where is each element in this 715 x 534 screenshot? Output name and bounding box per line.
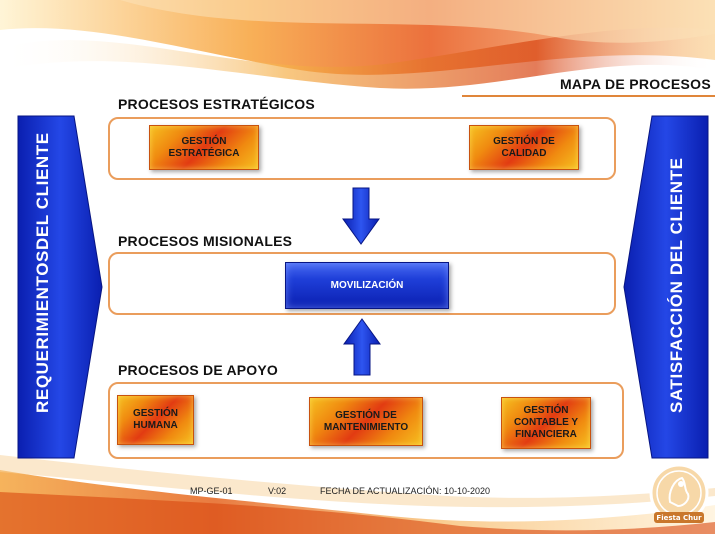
box-gestion-mantenimiento[interactable]: GESTIÓN DE MANTENIMIENTO — [309, 397, 423, 446]
box-label: GESTIÓN HUMANA — [132, 408, 178, 431]
footer-updated: FECHA DE ACTUALIZACIÓN: 10-10-2020 — [320, 486, 491, 496]
box-movilizacion[interactable]: MOVILIZACIÓN — [285, 262, 449, 309]
box-label: GESTIÓN DE CALIDAD — [493, 135, 555, 159]
box-label: GESTIÓN CONTABLE Y FINANCIERA — [513, 405, 579, 440]
left-banner-label: REQUERIMIENTOSDEL CLIENTE — [33, 132, 52, 413]
footer-version: V:02 — [268, 486, 287, 496]
box-gestion-calidad[interactable]: GESTIÓN DE CALIDAD — [469, 125, 579, 170]
box-gestion-humana[interactable]: GESTIÓN HUMANA — [117, 395, 194, 445]
right-banner-label: SATISFACCIÓN DEL CLIENTE — [667, 157, 686, 413]
up-arrow-icon — [343, 318, 381, 376]
box-label: MOVILIZACIÓN — [330, 280, 404, 291]
box-label: GESTIÓN DE MANTENIMIENTO — [323, 409, 409, 433]
section-label-apoyo: PROCESOS DE APOYO — [118, 362, 279, 378]
down-arrow-icon — [342, 187, 380, 245]
box-gestion-estrategica[interactable]: GESTIÓN ESTRATÉGICA — [149, 125, 259, 170]
page-title: MAPA DE PROCESOS — [559, 76, 711, 92]
right-arrow-banner — [623, 115, 709, 459]
title-underline — [462, 95, 715, 97]
footer-code: MP-GE-01 — [190, 486, 233, 496]
section-label-misionales: PROCESOS MISIONALES — [118, 233, 293, 249]
company-logo-icon: Fiesta Chur — [649, 463, 709, 523]
box-label: GESTIÓN ESTRATÉGICA — [168, 135, 240, 159]
left-arrow-banner — [17, 115, 103, 459]
logo-text: Fiesta Chur — [656, 514, 702, 522]
section-label-estrategicos: PROCESOS ESTRATÉGICOS — [118, 96, 315, 112]
box-gestion-contable[interactable]: GESTIÓN CONTABLE Y FINANCIERA — [501, 397, 591, 449]
